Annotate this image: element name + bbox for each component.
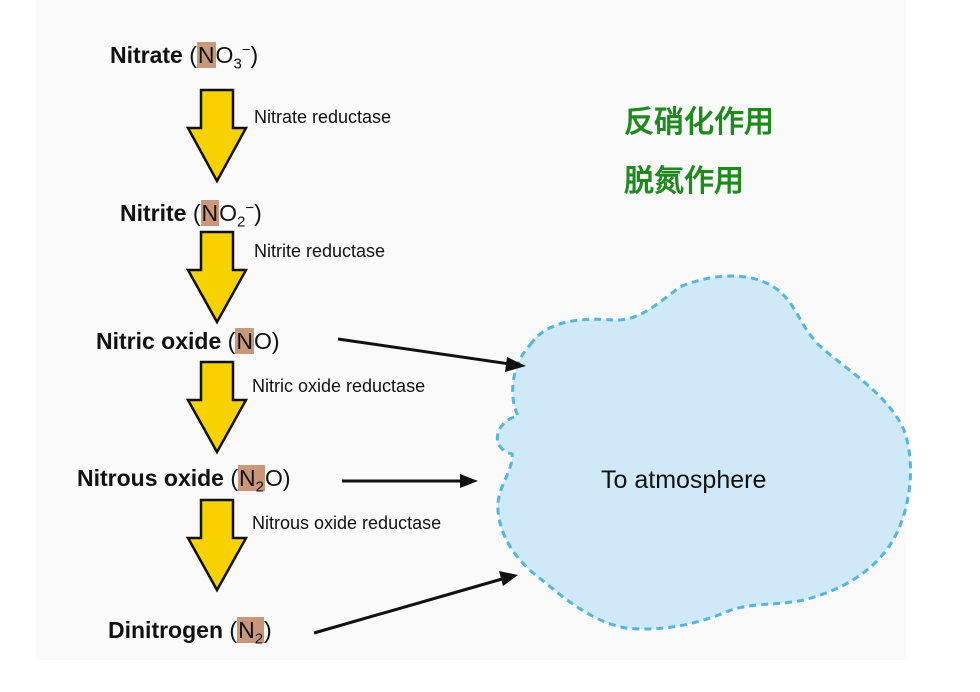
nitrogen-highlight: N2 bbox=[238, 465, 265, 496]
down-arrow-3 bbox=[185, 360, 249, 455]
arrow-dinitrogen-to-atmosphere bbox=[313, 571, 518, 635]
compound-nitrous-oxide: Nitrous oxide (N2O) bbox=[77, 465, 291, 496]
arrow-nitrous-oxide-to-atmosphere bbox=[342, 474, 478, 488]
compound-dinitrogen: Dinitrogen (N2) bbox=[108, 617, 272, 648]
arrow-nitric-oxide-to-atmosphere bbox=[337, 337, 526, 372]
enzyme-nitrous-oxide-reductase: Nitrous oxide reductase bbox=[252, 513, 442, 533]
enzyme-nitrate-reductase: Nitrate reductase bbox=[254, 107, 392, 127]
compound-nitric-oxide: Nitric oxide (NO) bbox=[96, 328, 280, 354]
chinese-denitrification-term-2: 脱氮作用 bbox=[624, 164, 744, 199]
nitrogen-highlight: N bbox=[196, 42, 216, 68]
down-arrow-2 bbox=[185, 230, 249, 325]
cloud-label: To atmosphere bbox=[601, 466, 767, 494]
nitrogen-highlight: N bbox=[235, 328, 254, 354]
down-arrow-4 bbox=[185, 498, 249, 593]
nitrogen-highlight: N bbox=[200, 200, 220, 226]
atmosphere-cloud bbox=[495, 274, 913, 631]
compound-nitrate: Nitrate (NO3−) bbox=[110, 41, 259, 73]
enzyme-nitric-oxide-reductase: Nitric oxide reductase bbox=[252, 376, 426, 396]
enzyme-nitrite-reductase: Nitrite reductase bbox=[254, 241, 386, 261]
down-arrow-1 bbox=[185, 88, 249, 184]
compound-nitrite: Nitrite (NO2−) bbox=[120, 199, 262, 231]
nitrogen-highlight: N2 bbox=[237, 617, 265, 648]
chinese-denitrification-term-1: 反硝化作用 bbox=[624, 105, 774, 140]
